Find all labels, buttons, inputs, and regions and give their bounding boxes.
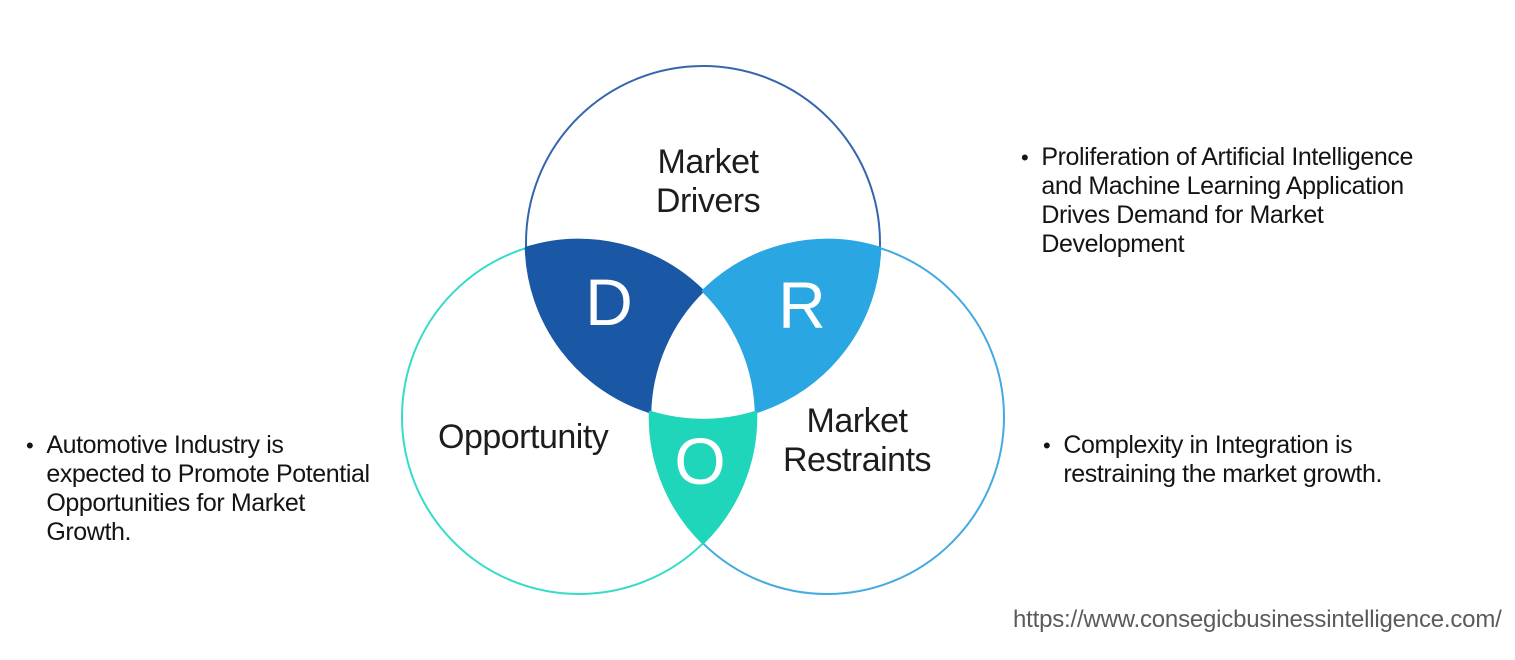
bullet-line: Opportunities for Market bbox=[46, 489, 305, 517]
bullet-restraints-text: Complexity in Integration is restraining… bbox=[1063, 431, 1382, 489]
drivers-label-line1: Market bbox=[657, 143, 759, 181]
bullet-marker: • bbox=[1021, 145, 1029, 170]
drivers-opportunity-intersection bbox=[524, 238, 705, 414]
drivers-circle-label: Market Drivers bbox=[598, 143, 818, 221]
bullet-line: Automotive Industry is bbox=[46, 431, 284, 459]
bullet-drivers-note: • Proliferation of Artificial Intelligen… bbox=[1021, 143, 1413, 259]
letter-o: O bbox=[674, 424, 726, 498]
restraints-label-line2: Restraints bbox=[782, 441, 932, 479]
bullet-marker: • bbox=[1043, 433, 1051, 458]
restraints-circle-label: Market Restraints bbox=[747, 402, 967, 480]
restraints-label-line1: Market bbox=[806, 402, 908, 440]
bullet-opportunity-note: • Automotive Industry is expected to Pro… bbox=[26, 431, 370, 547]
letter-d: D bbox=[585, 265, 633, 339]
bullet-line: Proliferation of Artificial Intelligence bbox=[1041, 143, 1414, 171]
bullet-restraints-note: • Complexity in Integration is restraini… bbox=[1043, 431, 1382, 489]
bullet-opportunity-text: Automotive Industry is expected to Promo… bbox=[46, 431, 370, 547]
source-url: https://www.consegicbusinessintelligence… bbox=[1013, 606, 1502, 633]
bullet-line: Complexity in Integration is bbox=[1063, 431, 1353, 459]
bullet-line: restraining the market growth. bbox=[1063, 460, 1383, 488]
bullet-marker: • bbox=[26, 433, 34, 458]
bullet-line: Development bbox=[1041, 230, 1185, 258]
drivers-restraints-intersection bbox=[701, 238, 882, 414]
bullet-line: Growth. bbox=[46, 518, 132, 546]
letter-r: R bbox=[778, 268, 826, 342]
bullet-line: Drives Demand for Market bbox=[1041, 201, 1324, 229]
bullet-line: and Machine Learning Application bbox=[1041, 172, 1404, 200]
bullet-line: expected to Promote Potential bbox=[46, 460, 370, 488]
drivers-label-line2: Drivers bbox=[655, 182, 761, 220]
bullet-drivers-text: Proliferation of Artificial Intelligence… bbox=[1041, 143, 1413, 259]
opportunity-restraints-intersection bbox=[648, 410, 758, 545]
opportunity-circle-label: Opportunity bbox=[438, 418, 609, 456]
